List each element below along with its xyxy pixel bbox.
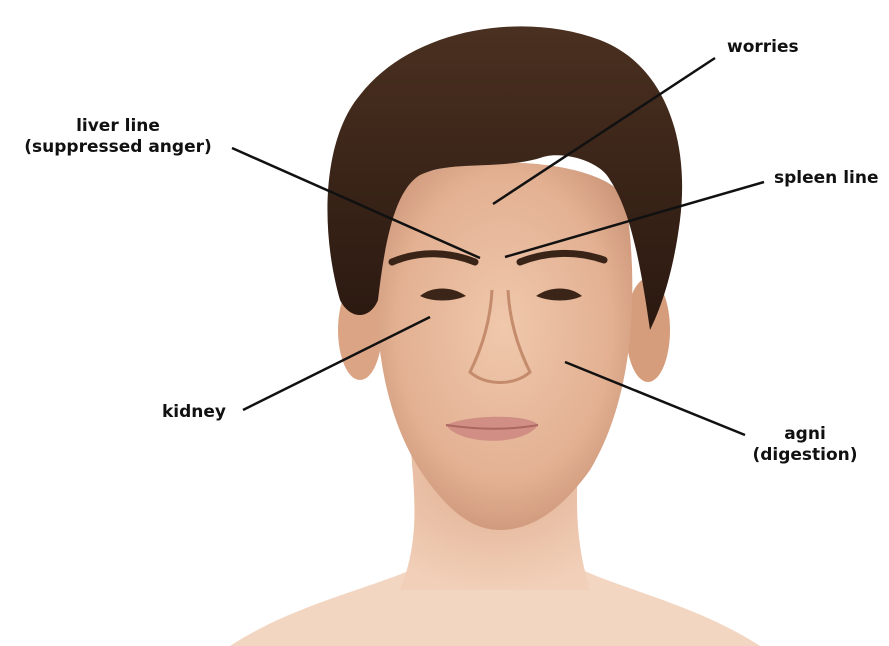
- label-kidney-text: kidney: [162, 402, 226, 423]
- label-spleen-line: spleen line: [774, 168, 878, 189]
- label-liver-line: liver line (suppressed anger): [8, 116, 228, 158]
- label-worries-text: worries: [727, 37, 799, 58]
- label-spleen-line-text: spleen line: [774, 168, 878, 189]
- label-agni-subtitle: (digestion): [745, 445, 865, 466]
- label-liver-line-title: liver line: [8, 116, 228, 137]
- label-worries: worries: [727, 37, 799, 58]
- label-liver-line-subtitle: (suppressed anger): [8, 137, 228, 158]
- label-kidney: kidney: [162, 402, 226, 423]
- label-agni-title: agni: [745, 424, 865, 445]
- label-agni: agni (digestion): [745, 424, 865, 466]
